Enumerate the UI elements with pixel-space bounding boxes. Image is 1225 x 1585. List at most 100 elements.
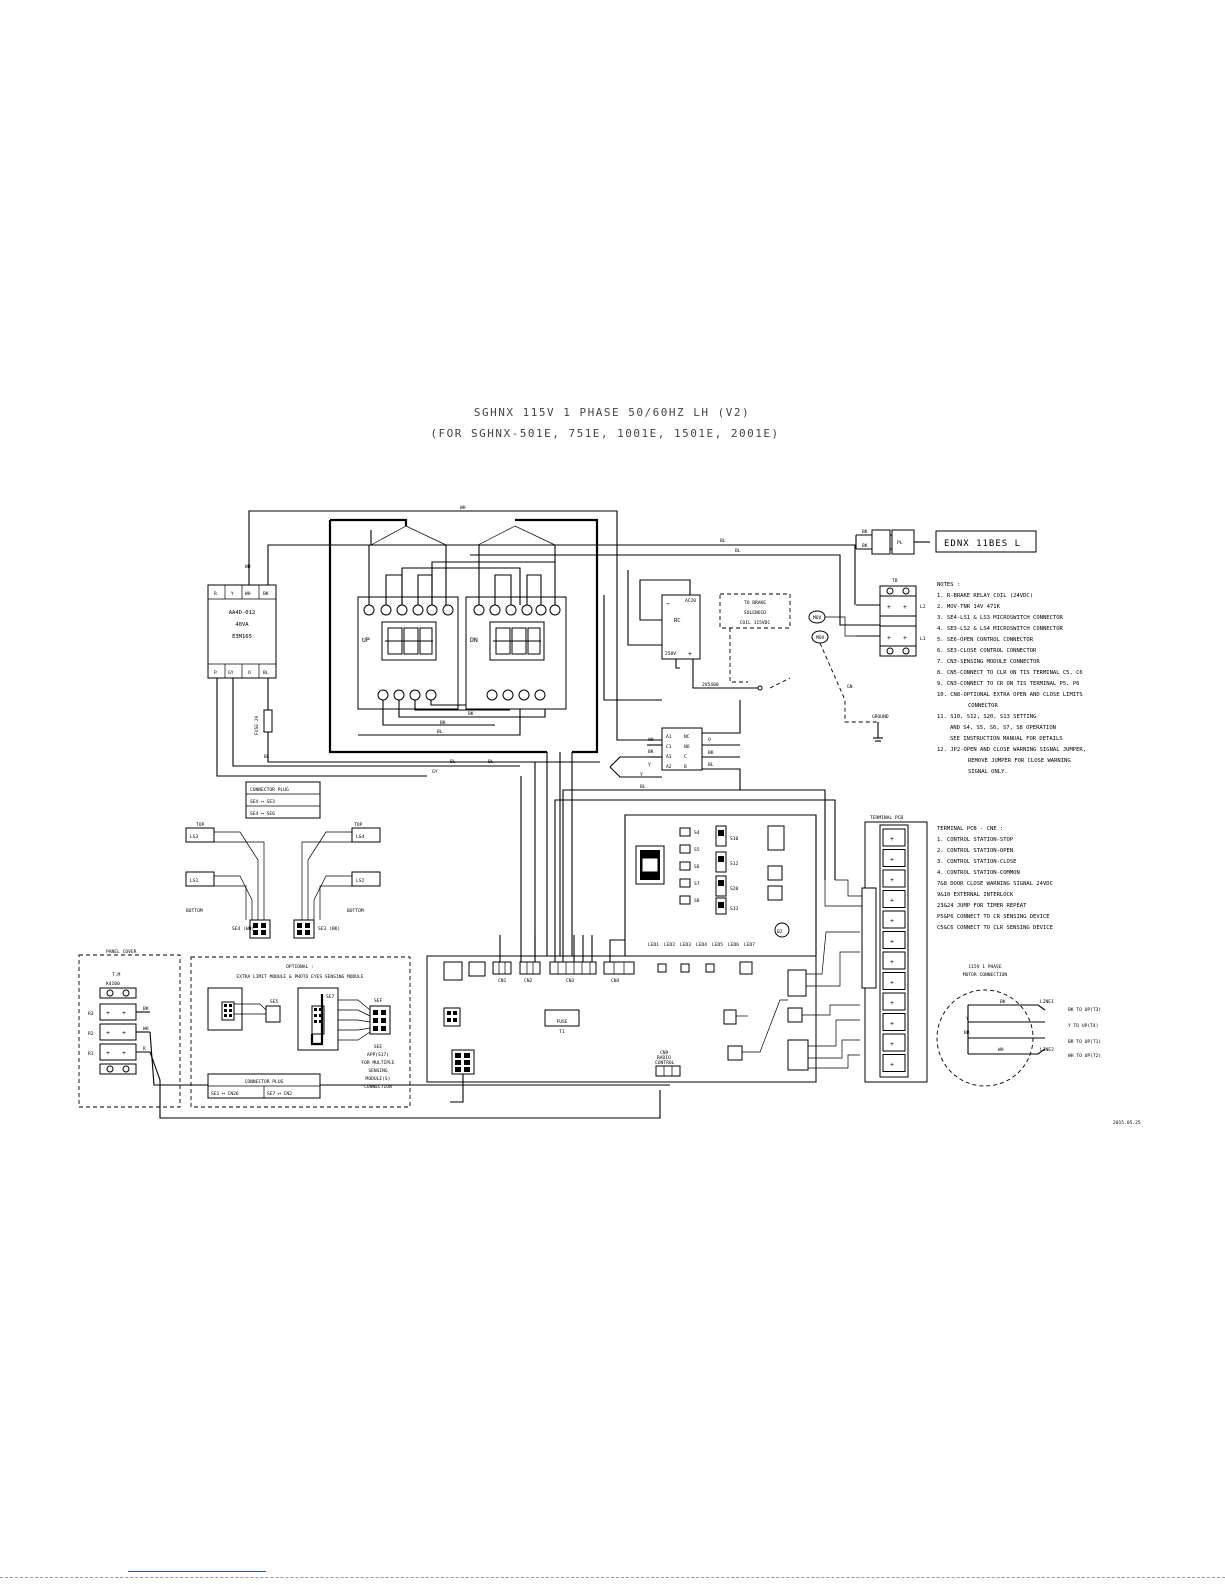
svg-text:LED3: LED3 xyxy=(680,942,691,948)
svg-text:S20: S20 xyxy=(730,886,739,892)
svg-text:S7: S7 xyxy=(694,881,700,887)
svg-text:LED2: LED2 xyxy=(664,942,675,948)
svg-text:40VA: 40VA xyxy=(235,622,249,628)
svg-text:S6: S6 xyxy=(694,864,700,870)
svg-text:GROUND: GROUND xyxy=(872,714,889,720)
svg-text:BOTTOM: BOTTOM xyxy=(347,908,364,914)
svg-text:9&10 EXTERNAL INTERLOCK: 9&10 EXTERNAL INTERLOCK xyxy=(937,892,1014,898)
svg-text:SE3 (BK): SE3 (BK) xyxy=(318,926,340,932)
svg-text:LINE1: LINE1 xyxy=(1040,999,1054,1005)
svg-text:2. MOV-TNR 14V 471K: 2. MOV-TNR 14V 471K xyxy=(937,604,1001,610)
svg-text:LED6: LED6 xyxy=(728,942,739,948)
svg-text:MOV: MOV xyxy=(813,615,822,621)
terminal-cell xyxy=(882,828,906,847)
svg-text:WH: WH xyxy=(245,564,251,570)
terminal-screw-icon: + xyxy=(890,917,894,925)
limit-switches: TOP LS3 LS1 BOTTOM TOP LS4 LS2 BOTTOM SE… xyxy=(185,822,381,939)
svg-text:FUSE: FUSE xyxy=(556,1019,567,1025)
svg-text:WH: WH xyxy=(460,505,466,511)
footer-divider xyxy=(0,1577,1225,1578)
svg-text:+: + xyxy=(887,634,891,642)
svg-text:WH: WH xyxy=(143,1026,149,1032)
panel-cover: PANEL COVER T.M K4100 ++ ++ ++ R3 R2 R1 … xyxy=(78,949,670,1119)
svg-text:BL: BL xyxy=(735,548,741,554)
svg-text:LED4: LED4 xyxy=(696,942,707,948)
svg-text:+: + xyxy=(122,1029,126,1037)
svg-text:+: + xyxy=(122,1049,126,1057)
svg-text:O: O xyxy=(708,737,711,743)
svg-text:A3: A3 xyxy=(666,754,672,760)
terminal-cell xyxy=(882,1013,906,1031)
svg-text:SE4 ⟷ SE6: SE4 ⟷ SE6 xyxy=(250,811,275,817)
svg-text:Y: Y xyxy=(966,1016,969,1022)
pcb-connectors-top: CN1 CN2 CN3 CN4 xyxy=(443,961,635,984)
svg-text:8. CN5-CONNECT TO CLR ON TIS T: 8. CN5-CONNECT TO CLR ON TIS TERMINAL C5… xyxy=(937,670,1083,676)
svg-text:WH: WH xyxy=(998,1047,1004,1053)
svg-text:CONNECTOR PLUG: CONNECTOR PLUG xyxy=(250,787,289,793)
svg-text:S13: S13 xyxy=(730,906,739,912)
svg-text:S5: S5 xyxy=(694,847,700,853)
svg-text:SEE: SEE xyxy=(374,1044,383,1050)
svg-text:TB: TB xyxy=(892,578,898,584)
svg-text:4. SE3-LS2 & LS4 MICROSWITCH C: 4. SE3-LS2 & LS4 MICROSWITCH CONNECTOR xyxy=(937,626,1064,632)
svg-text:LS3: LS3 xyxy=(190,834,199,840)
connector-plug-top: CONNECTOR PLUG SE4 ⟷ SE3 SE4 ⟷ SE6 xyxy=(245,781,321,819)
svg-text:S10: S10 xyxy=(730,836,739,842)
svg-text:LED1: LED1 xyxy=(648,942,659,948)
svg-text:BK: BK xyxy=(263,591,269,597)
svg-text:BK: BK xyxy=(1000,999,1006,1005)
svg-text:250V: 250V xyxy=(665,651,676,657)
terminal-cell xyxy=(882,849,906,867)
svg-text:SEE INSTRUCTION MANUAL FOR DET: SEE INSTRUCTION MANUAL FOR DETAILS xyxy=(950,736,1063,742)
svg-text:R1: R1 xyxy=(88,1051,94,1057)
svg-text:5. SE6-OPEN CONTROL CONNECTOR: 5. SE6-OPEN CONTROL CONNECTOR xyxy=(937,637,1034,643)
motor-connection: 115V 1 PHASE MOTOR CONNECTION BK LINE1 Y… xyxy=(936,964,1101,1087)
svg-text:Y: Y xyxy=(648,762,651,768)
svg-text:MOTOR CONNECTION: MOTOR CONNECTION xyxy=(963,972,1007,978)
svg-text:S8: S8 xyxy=(694,898,700,904)
svg-text:WH: WH xyxy=(245,591,251,597)
svg-text:A2: A2 xyxy=(666,764,672,770)
svg-text:REMOVE JUMPER FOR CLOSE WARNIN: REMOVE JUMPER FOR CLOSE WARNING xyxy=(968,758,1071,764)
svg-text:BL: BL xyxy=(708,762,714,768)
svg-text:LS4: LS4 xyxy=(356,834,365,840)
svg-text:BK: BK xyxy=(440,720,446,726)
svg-text:SE7 ⟷ CN2: SE7 ⟷ CN2 xyxy=(267,1091,292,1097)
svg-text:LED7: LED7 xyxy=(744,942,755,948)
revision-label: 2015.05.25 xyxy=(1113,1120,1141,1126)
svg-text:BL: BL xyxy=(437,729,443,735)
svg-text:NOTES :: NOTES : xyxy=(937,582,960,588)
terminal-cell xyxy=(882,951,906,970)
terminal-cell xyxy=(882,890,906,908)
svg-text:BK: BK xyxy=(143,1006,149,1012)
svg-text:Y TO UP(T4): Y TO UP(T4) xyxy=(1068,1023,1098,1029)
svg-text:4. CONTROL STATION-COMMON: 4. CONTROL STATION-COMMON xyxy=(937,870,1020,876)
transformer: R Y WH BK AA4D-012 40VA E3M165 P GY O BL… xyxy=(207,584,600,777)
terminal-block-tb: TB ++ ++ L2 L1 MOV MOV GROUND GN xyxy=(808,578,926,742)
svg-text:MODULE(S): MODULE(S) xyxy=(366,1076,391,1082)
svg-text:R: R xyxy=(143,1046,146,1052)
svg-text:T.M: T.M xyxy=(112,972,121,978)
svg-text:SEF: SEF xyxy=(374,998,383,1004)
svg-text:CONNECTOR: CONNECTOR xyxy=(968,703,998,709)
svg-text:P: P xyxy=(214,670,217,676)
svg-text:R: R xyxy=(214,591,217,597)
svg-text:C5&C6 CONNECT TO CLR SENSING D: C5&C6 CONNECT TO CLR SENSING DEVICE xyxy=(937,925,1053,931)
svg-text:SE4 ⟷ SE3: SE4 ⟷ SE3 xyxy=(250,799,275,805)
svg-text:BR TO UP(T1): BR TO UP(T1) xyxy=(1068,1039,1101,1045)
svg-text:LED5: LED5 xyxy=(712,942,723,948)
svg-text:T1: T1 xyxy=(559,1029,565,1035)
svg-text:LS1: LS1 xyxy=(190,878,199,884)
svg-text:WH: WH xyxy=(648,737,654,743)
terminal-cell xyxy=(882,910,906,929)
svg-text:SIGNAL ONLY.: SIGNAL ONLY. xyxy=(968,769,1008,775)
terminal-cell xyxy=(882,931,906,949)
svg-text:2V5400: 2V5400 xyxy=(702,682,719,688)
terminal-cell xyxy=(882,869,906,888)
svg-text:RC: RC xyxy=(674,618,681,624)
svg-text:2. CONTROL STATION-OPEN: 2. CONTROL STATION-OPEN xyxy=(937,848,1013,854)
svg-text:23&24 JUMP FOR TIMER REPEAT: 23&24 JUMP FOR TIMER REPEAT xyxy=(937,903,1027,909)
svg-text:SENSING: SENSING xyxy=(368,1068,388,1074)
svg-text:TOP: TOP xyxy=(354,822,363,828)
